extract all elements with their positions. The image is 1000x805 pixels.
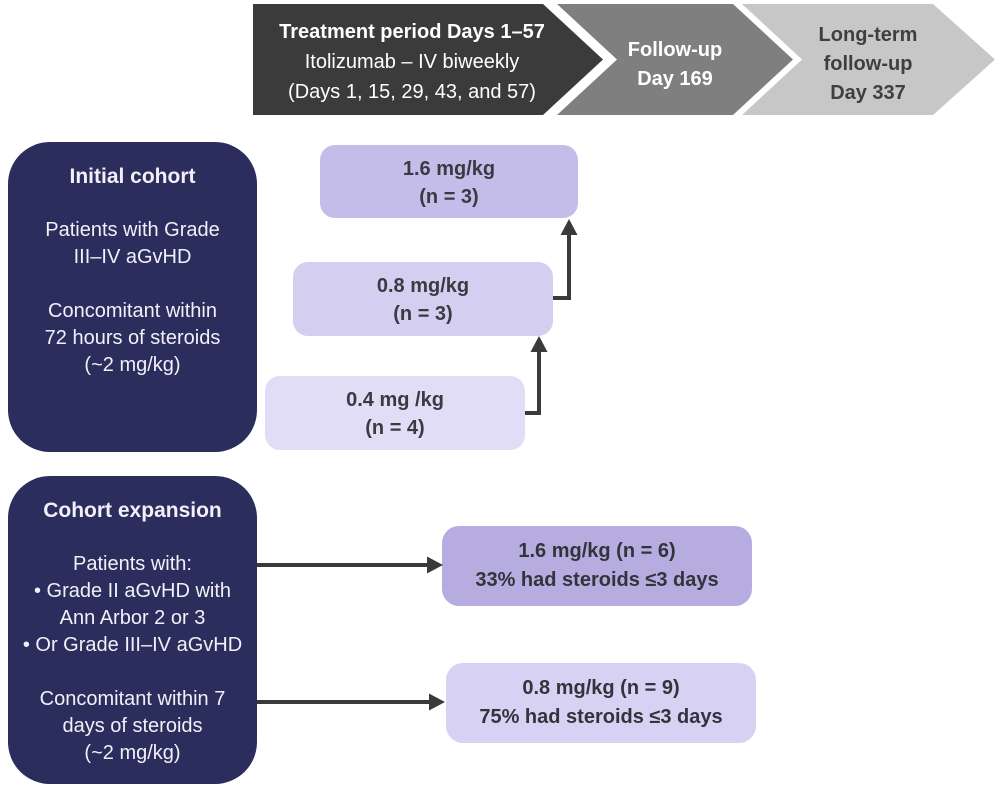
expansion-steroid-label: 33% had steroids ≤3 days [475, 569, 719, 591]
initial-cohort-title: Initial cohort [69, 165, 196, 188]
stage-long-term-title-1: Long-term [818, 24, 918, 46]
cohort-expansion-line: days of steroids [62, 715, 203, 737]
timeline-banner [253, 4, 995, 115]
arrowhead-up-icon [530, 336, 548, 352]
stage-treatment-subtitle: Itolizumab – IV biweekly [304, 51, 520, 73]
arrow-escalation-08-to-16 [553, 234, 571, 300]
long-term-follow-up-chevron [742, 4, 995, 115]
cohort-expansion-line: Concomitant within 7 [39, 688, 226, 710]
dose-label: 1.6 mg/kg [402, 158, 496, 180]
cohort-expansion-bullet: • Or Grade III–IV aGvHD [22, 634, 243, 656]
dose-label: 0.4 mg /kg [346, 389, 444, 411]
dose-label: 0.8 mg/kg [376, 275, 470, 297]
stage-long-term-day: Day 337 [830, 82, 906, 104]
dose-n-label: (n = 4) [365, 417, 425, 439]
expansion-dose-label: 0.8 mg/kg (n = 9) [522, 677, 680, 699]
arrowhead-right-icon [429, 693, 445, 711]
initial-cohort-line: 72 hours of steroids [44, 327, 221, 349]
arrowhead-up-icon [560, 219, 578, 235]
expansion-steroid-label: 75% had steroids ≤3 days [479, 706, 723, 728]
stage-follow-up-label: Follow-up Day 169 [601, 36, 749, 94]
stage-follow-up-title: Follow-up [627, 39, 723, 61]
stage-treatment-days: (Days 1, 15, 29, 43, and 57) [288, 81, 536, 103]
initial-cohort-line: (~2 mg/kg) [84, 354, 181, 376]
expansion-box-1-6: 1.6 mg/kg (n = 6) 33% had steroids ≤3 da… [442, 526, 752, 606]
dose-box-0-8: 0.8 mg/kg (n = 3) [293, 262, 553, 336]
follow-up-chevron [557, 4, 793, 115]
initial-cohort-line: Patients with Grade [45, 219, 220, 241]
dose-box-0-4: 0.4 mg /kg (n = 4) [265, 376, 525, 450]
stage-treatment-title: Treatment period Days 1–57 [279, 21, 545, 43]
stage-follow-up-day: Day 169 [637, 68, 713, 90]
initial-cohort-line: III–IV aGvHD [73, 246, 192, 268]
dose-box-1-6: 1.6 mg/kg (n = 3) [320, 145, 578, 218]
treatment-period-chevron [253, 4, 603, 115]
cohort-expansion-line: Patients with: [73, 553, 192, 575]
cohort-expansion-line: Ann Arbor 2 or 3 [59, 607, 206, 629]
arrowhead-right-icon [427, 556, 443, 574]
cohort-expansion-bullet: • Grade II aGvHD with [33, 580, 232, 602]
expansion-box-0-8: 0.8 mg/kg (n = 9) 75% had steroids ≤3 da… [446, 663, 756, 743]
expansion-dose-label: 1.6 mg/kg (n = 6) [518, 540, 676, 562]
dose-n-label: (n = 3) [393, 303, 453, 325]
arrow-escalation-04-to-08 [525, 351, 541, 415]
initial-cohort-box: Initial cohort Patients with Grade III–I… [8, 142, 257, 452]
cohort-expansion-line: (~2 mg/kg) [84, 742, 181, 764]
dose-n-label: (n = 3) [419, 186, 479, 208]
stage-long-term-title-2: follow-up [823, 53, 913, 75]
cohort-expansion-title: Cohort expansion [43, 499, 222, 522]
initial-cohort-line: Concomitant within [48, 300, 217, 322]
stage-treatment-label: Treatment period Days 1–57 Itolizumab – … [256, 17, 568, 107]
cohort-expansion-box: Cohort expansion Patients with: • Grade … [8, 476, 257, 784]
stage-long-term-label: Long-term follow-up Day 337 [794, 21, 942, 108]
